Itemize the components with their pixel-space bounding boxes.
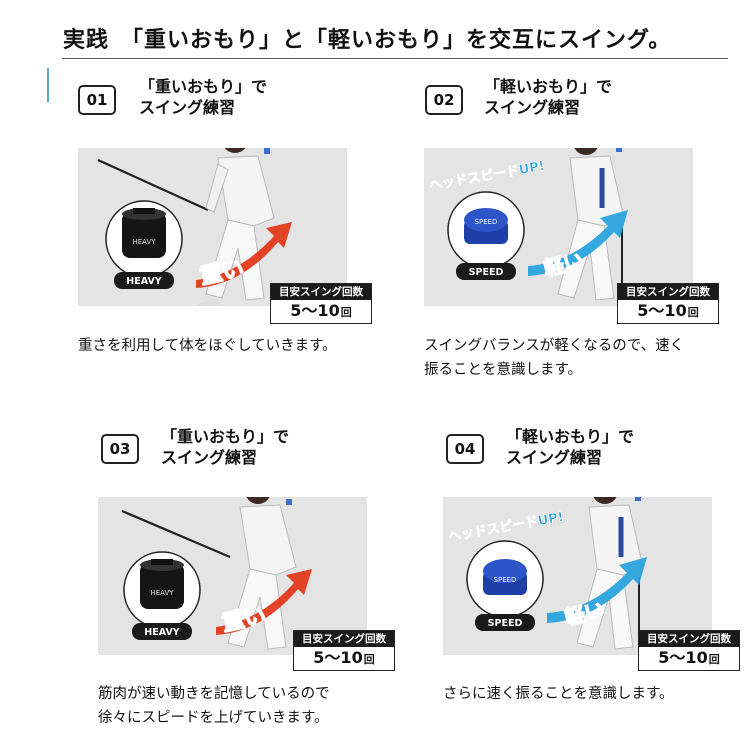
weight-tag: HEAVY (144, 627, 180, 638)
weight-label: SPEED (475, 218, 498, 226)
description-line: 振ることを意識します。 (424, 362, 583, 378)
swing-count: 5〜10 (313, 648, 363, 667)
arrow-text: 重い (198, 256, 246, 290)
count-unit: 回 (687, 306, 699, 319)
step-description-03: 筋肉が速い動きを記憶しているので 徐々にスピードを上げていきます。 (98, 682, 330, 730)
swing-count: 5〜10 (290, 301, 340, 320)
description-line: 筋肉が速い動きを記憶しているので (98, 686, 330, 702)
step-title-line2: スイング練習 (484, 98, 581, 117)
step-number-02: 02 (425, 85, 463, 115)
count-unit: 回 (363, 653, 375, 666)
speed-weight-icon: SPEED (447, 191, 525, 269)
weight-tag-bg (475, 614, 535, 631)
swing-photo-04: ヘッドスピードUP! 軽い SPEED SPEED (443, 497, 712, 655)
badge-header: 目安スイング回数 (271, 284, 371, 300)
description-line: 徐々にスピードを上げていきます。 (98, 710, 329, 726)
weight-label: HEAVY (132, 238, 156, 246)
badge-header: 目安スイング回数 (639, 631, 739, 647)
weight-tag: SPEED (488, 618, 523, 629)
swing-count-badge-02: 目安スイング回数 5〜10回 (617, 283, 719, 324)
arrow-text: 重い (220, 603, 268, 637)
description-line: スイングバランスが軽くなるので、速く (424, 338, 685, 354)
swing-photo-03: 重い HEAVY HEAVY (98, 497, 367, 655)
step-number-03: 03 (101, 434, 139, 464)
page-title: 実践 「重いおもり」と「軽いおもり」を交互にスイング。 (63, 28, 672, 53)
step-title-line1: 「軽いおもり」で (484, 77, 613, 96)
step-title-04: 「軽いおもり」で スイング練習 (506, 426, 634, 468)
step-description-02: スイングバランスが軽くなるので、速く 振ることを意識します。 (424, 334, 684, 382)
step-description-04: さらに速く振ることを意識します。 (443, 682, 674, 706)
speed-caption: ヘッドスピードUP! (428, 159, 546, 194)
light-arrow (547, 557, 647, 623)
weight-label: HEAVY (150, 589, 174, 597)
weight-tag: SPEED (469, 267, 504, 278)
weight-tag: HEAVY (126, 276, 162, 287)
weight-tag-bg (132, 623, 192, 640)
weight-tag-bg (456, 263, 516, 280)
step-title-line1: 「重いおもり」で (161, 427, 290, 446)
step-title-line2: スイング練習 (161, 448, 258, 467)
heavy-arrow (196, 222, 292, 288)
weight-tag-bg (114, 272, 174, 289)
heavy-weight-icon: HEAVY (105, 200, 183, 278)
description-line: 重さを利用して体をほぐしていきます。 (78, 338, 337, 354)
step-title-02: 「軽いおもり」で スイング練習 (484, 76, 612, 118)
golf-club-shaft (97, 158, 209, 212)
badge-header: 目安スイング回数 (294, 631, 394, 647)
heavy-arrow (216, 569, 312, 635)
swing-count-badge-04: 目安スイング回数 5〜10回 (638, 630, 740, 671)
accent-mark (47, 68, 49, 102)
speed-caption: ヘッドスピードUP! (447, 510, 565, 545)
step-title-line2: スイング練習 (506, 448, 603, 467)
step-number-04: 04 (446, 434, 484, 464)
step-title-line2: スイング練習 (139, 98, 236, 117)
step-number-01: 01 (78, 85, 116, 115)
description-line: さらに速く振ることを意識します。 (443, 686, 674, 702)
step-description-01: 重さを利用して体をほぐしていきます。 (78, 334, 337, 358)
weight-label: SPEED (494, 576, 517, 584)
swing-photo-02: ヘッドスピードUP! 軽い SPEED SPEED (424, 148, 693, 306)
step-title-line1: 「軽いおもり」で (506, 427, 635, 446)
swing-photo-01: 重い HEAVY HEAVY (78, 148, 347, 306)
step-title-line1: 「重いおもり」で (139, 77, 268, 96)
swing-count: 5〜10 (637, 301, 687, 320)
swing-count: 5〜10 (658, 648, 708, 667)
golf-club-shaft (121, 509, 231, 559)
swing-count-badge-01: 目安スイング回数 5〜10回 (270, 283, 372, 324)
badge-header: 目安スイング回数 (618, 284, 718, 300)
count-unit: 回 (708, 653, 720, 666)
light-arrow (528, 210, 628, 276)
heavy-weight-icon: HEAVY (123, 551, 201, 629)
count-unit: 回 (340, 306, 352, 319)
step-title-01: 「重いおもり」で スイング練習 (139, 76, 267, 118)
swing-count-badge-03: 目安スイング回数 5〜10回 (293, 630, 395, 671)
title-divider (62, 58, 728, 59)
step-title-03: 「重いおもり」で スイング練習 (161, 426, 289, 468)
speed-weight-icon: SPEED (466, 540, 544, 618)
